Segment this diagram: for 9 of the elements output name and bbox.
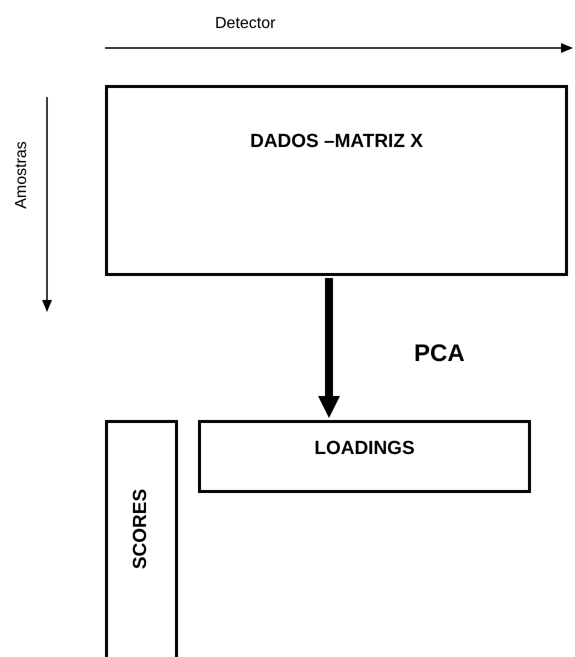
box-title: DADOS –MATRIZ X	[250, 131, 423, 153]
box-title: LOADINGS	[314, 438, 415, 460]
axis-label: Detector	[215, 15, 276, 33]
axis-label: Amostras	[12, 141, 31, 209]
box-title: SCORES	[130, 488, 152, 570]
arrow	[318, 278, 340, 418]
matrix-box	[198, 420, 531, 493]
matrix-box	[105, 420, 178, 657]
matrix-box	[105, 85, 568, 276]
